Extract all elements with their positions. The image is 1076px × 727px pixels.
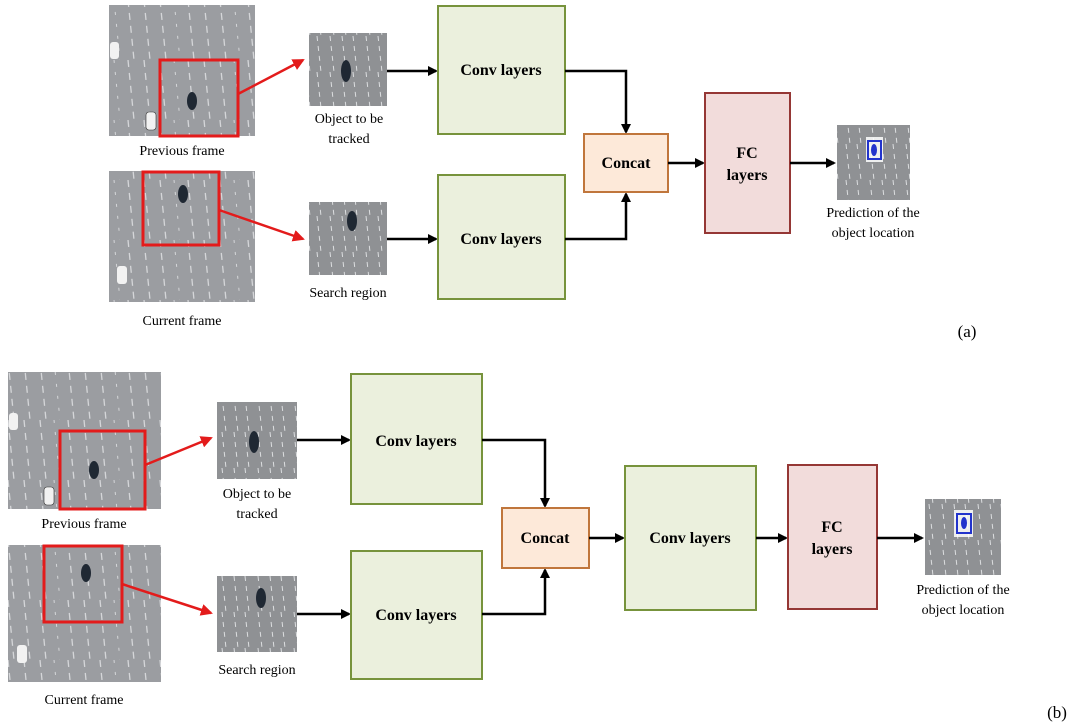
car-icon [347,211,357,231]
previous-frame-label-a: Previous frame [139,144,224,159]
object-crop-image-a [309,33,387,106]
arrow-conv-bottom-to-concat-b [482,568,550,616]
previous-frame-roi-b [58,429,147,511]
prediction-label-b-line1: Prediction of the [916,583,1009,598]
fc-label-b-line2: layers [812,541,853,558]
concat-label-b: Concat [521,530,571,547]
conv-block-top-a [437,5,566,135]
car-icon [89,461,99,479]
prediction-label-b-line2: object location [922,603,1005,618]
panel-tag-a: (a) [958,322,977,341]
previous-frame-roi-a [158,58,240,138]
arrow-conv-top-to-concat-b [482,438,550,508]
search-region-label-a: Search region [309,286,386,301]
white-car-icon [117,266,127,284]
previous-frame-label-b: Previous frame [41,517,126,532]
car-icon [256,588,266,608]
object-to-track-label-b-line2: tracked [236,507,277,522]
white-car-icon [110,42,119,59]
panel-tag-b: (b) [1047,703,1067,722]
white-car-icon [17,645,27,663]
concat-block-b [501,507,590,569]
conv-mid-label-b: Conv layers [649,530,730,547]
search-region-image-b [217,576,297,652]
conv-top-label-b: Conv layers [375,433,456,450]
search-region-image-a [309,202,387,275]
current-frame-image-b [8,544,161,682]
object-crop-image-b [217,402,297,479]
current-frame-label-a: Current frame [143,314,222,329]
conv-top-label-a: Conv layers [460,62,541,79]
prediction-image-a [837,125,910,200]
prediction-label-a-line1: Prediction of the [826,206,919,221]
concat-block-a [583,133,669,193]
object-to-track-label-a-line1: Object to be [315,112,383,127]
predicted-box-b [956,513,972,534]
diagram-b: Previous frame Current frame Object to b… [8,372,1067,722]
conv-block-top-b [350,373,483,505]
current-frame-roi-a [141,170,221,247]
previous-frame-image-b [8,372,161,511]
conv-block-mid-b [624,465,757,611]
conv-block-bottom-a [437,174,566,300]
arrow-conv-bottom-to-concat-a [565,192,631,241]
car-icon [178,185,188,203]
car-icon [81,564,91,582]
car-icon [187,92,197,110]
car-icon [341,60,351,82]
crop-arrow-search-b [121,582,213,616]
white-car-icon [9,413,18,430]
crop-arrow-object-a [237,58,305,96]
crop-arrow-object-b [144,436,213,467]
fc-block-a [704,92,791,234]
prediction-label-a-line2: object location [832,226,915,241]
arrow-conv-top-to-concat-a [565,69,631,134]
fc-label-b-line1: FC [821,519,842,536]
concat-label-a: Concat [602,155,652,172]
object-to-track-label-b-line1: Object to be [223,487,291,502]
prediction-image-b [925,499,1001,575]
car-icon [249,431,259,453]
current-frame-label-b: Current frame [45,693,124,708]
previous-frame-image-a [109,5,255,138]
current-frame-image-a [109,170,255,302]
crop-arrow-search-a [218,208,305,242]
fc-label-a-line1: FC [736,145,757,162]
predicted-box-a [867,140,882,160]
car-icon [961,517,967,529]
conv-block-bottom-b [350,550,483,680]
diagram-a: Previous frame Current frame Object to b… [109,5,976,341]
search-region-label-b: Search region [218,663,295,678]
fc-block-b [787,464,878,610]
conv-bottom-label-a: Conv layers [460,231,541,248]
object-to-track-label-a-line2: tracked [328,132,369,147]
fc-label-a-line2: layers [727,167,768,184]
conv-bottom-label-b: Conv layers [375,607,456,624]
car-icon [871,144,877,156]
